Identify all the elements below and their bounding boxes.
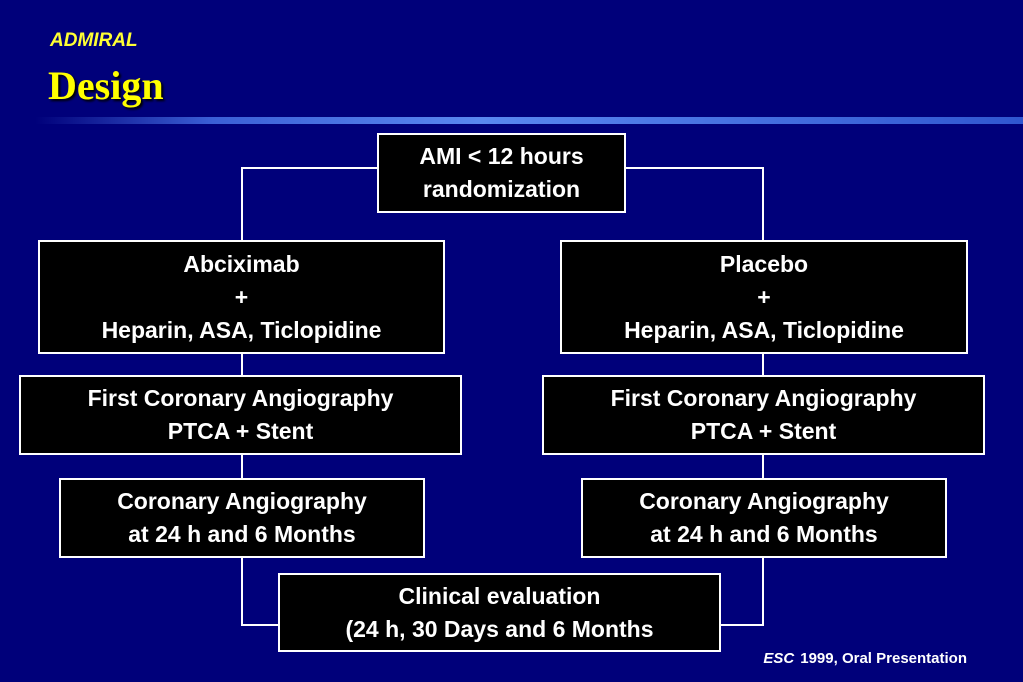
footer-brand: ESC	[763, 650, 795, 667]
abciximab-arm-line-3: Heparin, ASA, Ticlopidine	[101, 316, 382, 343]
right-followup-angiography-line-2: at 24 h and 6 Months	[650, 521, 878, 547]
left-followup-angiography-line-1: Coronary Angiography	[117, 488, 367, 514]
abciximab-arm-line-1: Abciximab	[183, 250, 300, 277]
slide-title: Design	[48, 63, 164, 108]
placebo-arm-line-2: +	[757, 283, 771, 310]
randomization-line-1: AMI < 12 hours	[419, 143, 584, 169]
left-first-angiography-line-2: PTCA + Stent	[167, 418, 314, 444]
title-divider	[35, 117, 1023, 124]
clinical-evaluation-line-2: (24 h, 30 Days and 6 Months	[345, 615, 654, 642]
left-followup-angiography-line-2: at 24 h and 6 Months	[128, 521, 356, 547]
left-first-angiography-box: First Coronary Angiography PTCA + Stent	[19, 375, 462, 455]
left-followup-angiography-box: Coronary Angiography at 24 h and 6 Month…	[59, 478, 425, 558]
clinical-evaluation-line-1: Clinical evaluation	[398, 582, 601, 609]
left-first-angiography-line-1: First Coronary Angiography	[87, 385, 394, 411]
placebo-arm-line-1: Placebo	[719, 250, 809, 277]
footer-text: 1999, Oral Presentation	[800, 650, 967, 667]
placebo-arm-box: Placebo + Heparin, ASA, Ticlopidine	[560, 240, 968, 354]
right-first-angiography-line-1: First Coronary Angiography	[610, 385, 917, 411]
right-followup-angiography-box: Coronary Angiography at 24 h and 6 Month…	[581, 478, 947, 558]
connector-top-right	[625, 167, 764, 242]
clinical-evaluation-box: Clinical evaluation (24 h, 30 Days and 6…	[278, 573, 721, 652]
connector-right-followup-bottom	[720, 557, 764, 626]
abciximab-arm-line-2: +	[234, 283, 249, 310]
right-followup-angiography-line-1: Coronary Angiography	[639, 488, 889, 514]
randomization-line-2: randomization	[422, 176, 581, 202]
right-first-angiography-box: First Coronary Angiography PTCA + Stent	[542, 375, 985, 455]
placebo-arm-line-3: Heparin, ASA, Ticlopidine	[624, 316, 904, 343]
randomization-box: AMI < 12 hours randomization	[377, 133, 626, 213]
abciximab-arm-box: Abciximab + Heparin, ASA, Ticlopidine	[38, 240, 445, 354]
slide-footer: ESC 1999, Oral Presentation	[763, 650, 967, 667]
slide-subtitle: ADMIRAL	[50, 30, 138, 51]
connector-left-followup-bottom	[241, 557, 279, 626]
connector-top-left	[241, 167, 379, 242]
right-first-angiography-line-2: PTCA + Stent	[690, 418, 837, 444]
